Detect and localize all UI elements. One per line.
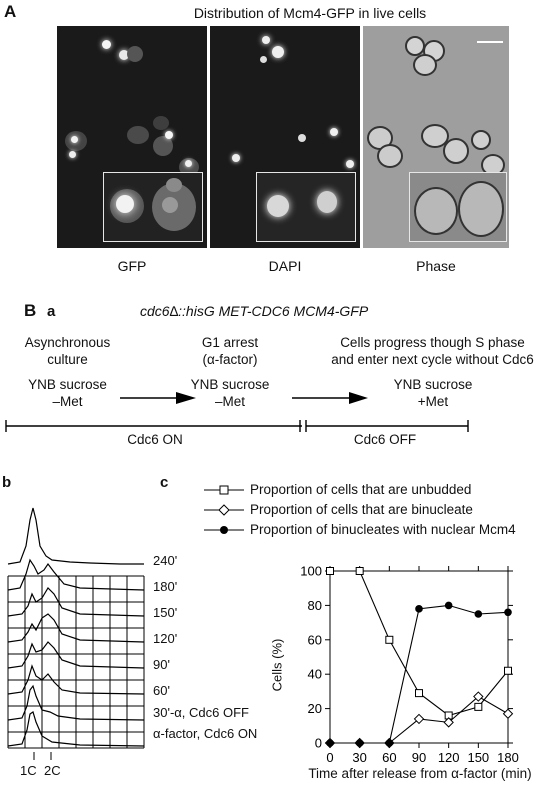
legend-mcm4-marker [204,526,244,534]
legend-mcm4-label: Proportion of binucleates with nuclear M… [250,522,516,537]
stage-async-heading: Asynchronous culture [24,335,111,367]
timepoint-180: 180' [153,579,178,594]
panel-b-letter: B [24,301,37,320]
y-tick-label: 40 [308,667,322,682]
timepoint-120: 120' [153,631,178,646]
gfp-label: GFP [117,258,147,274]
xtick-1c: 1C [20,763,37,778]
timeline-diagram [5,392,469,432]
legend-unbudded-label: Proportion of cells that are unbudded [250,482,472,497]
panel-bb-letter: b [2,474,12,491]
cdc6-off-label: Cdc6 OFF [353,432,417,447]
stage-g1-medium: YNB sucrose –Met [190,377,270,409]
y-tick-label: 20 [308,701,322,716]
stage-release-medium: YNB sucrose +Met [393,377,473,409]
panel-a-title: Distribution of Mcm4-GFP in live cells [193,5,427,21]
dapi-micrograph [210,26,360,248]
point-mcm4 [415,605,423,613]
timepoint-240: 240' [153,553,178,568]
arrow-2-head [349,392,368,404]
facs-histograms [7,507,145,760]
x-tick-label: 150 [467,750,489,765]
point-mcm4 [504,608,512,617]
scale-bar [477,41,503,43]
point-unbudded [415,689,423,698]
phase-micrograph [363,26,509,248]
y-tick-label: 60 [308,632,322,647]
point-binucleate [502,708,514,719]
point-mcm4 [326,739,334,747]
legend-binucleate-marker [204,504,244,516]
point-mcm4 [474,610,483,618]
point-unbudded [326,567,334,575]
panel-ba-letter: a [47,303,56,320]
panel-bc-letter: c [160,474,169,491]
x-tick-label: 180 [497,750,519,765]
point-binucleate [473,691,484,702]
x-tick-label: 30 [352,750,366,765]
point-unbudded [504,666,512,675]
dapi-label: DAPI [268,258,302,274]
y-tick-label: 100 [300,564,322,579]
point-mcm4 [444,601,453,610]
y-axis-label: Cells (%) [269,638,285,692]
x-tick-label: 90 [412,750,426,765]
timepoint-30-alpha: 30'-α, Cdc6 OFF [153,705,249,720]
point-unbudded [355,567,364,575]
point-unbudded [474,702,483,711]
y-tick-label: 0 [315,736,322,751]
stage-async-medium: YNB sucrose –Met [28,377,107,409]
legend-binucleate-label: Proportion of cells that are binucleate [250,502,473,517]
cdc6-on-label: Cdc6 ON [127,432,183,447]
gfp-micrograph [57,26,207,248]
point-binucleate [413,713,425,725]
x-axis-label: Time after release from α-factor (min) [308,766,532,781]
timepoint-60: 60' [153,683,170,698]
legend-unbudded-marker [204,485,244,495]
timepoint-90: 90' [153,657,170,672]
point-mcm4 [385,739,394,747]
x-tick-label: 0 [326,750,333,765]
point-mcm4 [355,739,364,747]
panel-a-letter: A [4,2,17,21]
chart-legend [204,485,244,534]
timepoint-150: 150' [153,605,178,620]
xtick-2c: 2C [44,763,61,778]
genotype-label: cdc6∆::hisG MET-CDC6 MCM4-GFP [140,303,369,319]
y-tick-label: 80 [308,598,322,613]
x-tick-label: 60 [382,750,396,765]
arrow-1-head [176,392,196,404]
phase-label: Phase [416,258,456,274]
point-unbudded [385,635,394,644]
point-binucleate [443,717,454,728]
x-tick-label: 120 [438,750,460,765]
stage-release-heading: Cells progress though S phase and enter … [331,335,534,367]
timepoint-alpha-factor: α-factor, Cdc6 ON [153,726,258,741]
stage-g1-heading: G1 arrest (α-factor) [201,335,259,367]
